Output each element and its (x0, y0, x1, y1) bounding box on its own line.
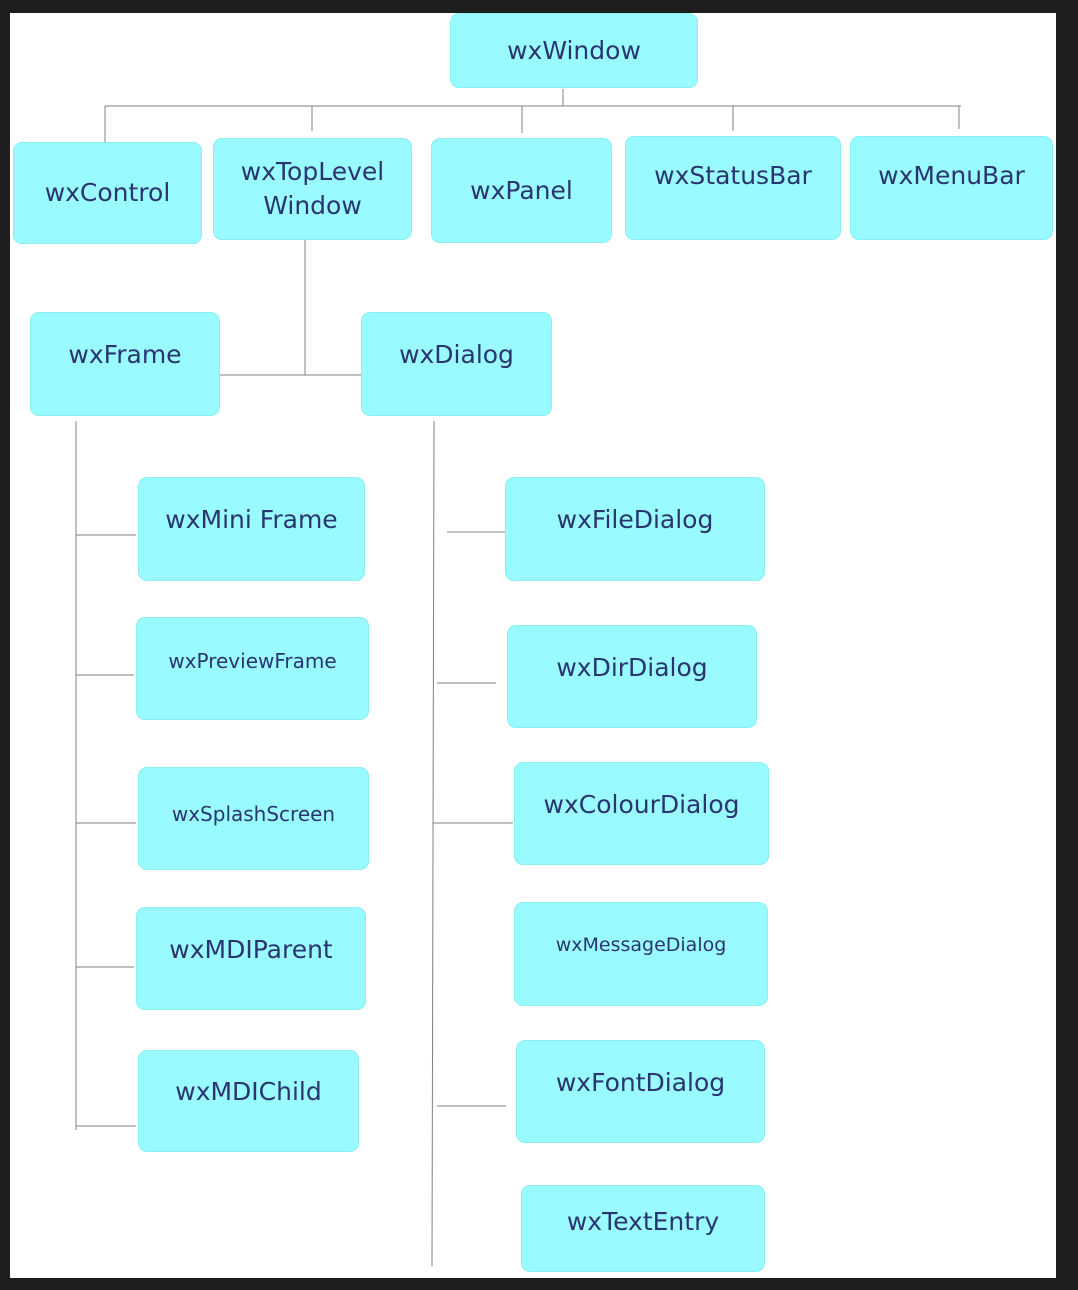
node-wxPreviewFrame: wxPreviewFrame (136, 617, 369, 720)
node-wxDialog: wxDialog (361, 312, 552, 416)
node-wxMDIParent: wxMDIParent (136, 907, 366, 1010)
node-wxMenuBar: wxMenuBar (850, 136, 1053, 240)
node-label: wxMDIParent (169, 934, 333, 964)
node-wxMiniFrame: wxMini Frame (138, 477, 365, 581)
node-label: wxWindow (507, 35, 641, 65)
class-hierarchy-diagram: wxWindow wxControl wxTopLevel Window wxP… (10, 13, 1056, 1278)
node-label: wxColourDialog (543, 789, 740, 819)
node-label: wxMini Frame (165, 505, 338, 534)
connector-lines (75, 89, 961, 1267)
node-wxPanel: wxPanel (431, 138, 612, 243)
node-label: wxPreviewFrame (168, 648, 337, 673)
node-wxFileDialog: wxFileDialog (505, 477, 765, 581)
node-wxColourDialog: wxColourDialog (514, 762, 769, 865)
node-label: wxMessageDialog (555, 934, 727, 956)
node-label: wxFrame (68, 340, 182, 369)
node-wxFrame: wxFrame (30, 312, 220, 416)
node-label: wxFontDialog (555, 1067, 726, 1097)
node-wxTopLevelWindow: wxTopLevel Window (213, 138, 412, 240)
node-wxControl: wxControl (13, 142, 202, 244)
node-label: wxFileDialog (556, 505, 714, 534)
node-label: wxStatusBar (654, 161, 812, 190)
node-label: wxTextEntry (566, 1206, 720, 1236)
node-wxDirDialog: wxDirDialog (507, 625, 757, 728)
node-label: wxMenuBar (878, 161, 1025, 190)
node-wxWindow: wxWindow (450, 13, 698, 88)
node-label: wxPanel (470, 175, 573, 205)
node-label: wxDialog (399, 340, 514, 369)
node-wxTextEntry: wxTextEntry (521, 1185, 765, 1272)
node-label: wxMDIChild (175, 1077, 322, 1106)
node-wxMDIChild: wxMDIChild (138, 1050, 359, 1152)
node-label: wxSplashScreen (171, 801, 336, 826)
node-wxFontDialog: wxFontDialog (516, 1040, 765, 1143)
node-label: wxDirDialog (556, 652, 708, 682)
node-label: wxControl (44, 178, 171, 207)
node-label: wxTopLevel Window (240, 157, 385, 220)
node-wxSplashScreen: wxSplashScreen (138, 767, 369, 870)
node-wxMessageDialog: wxMessageDialog (514, 902, 768, 1006)
node-wxStatusBar: wxStatusBar (625, 136, 841, 240)
connector-line (431, 420, 435, 1267)
